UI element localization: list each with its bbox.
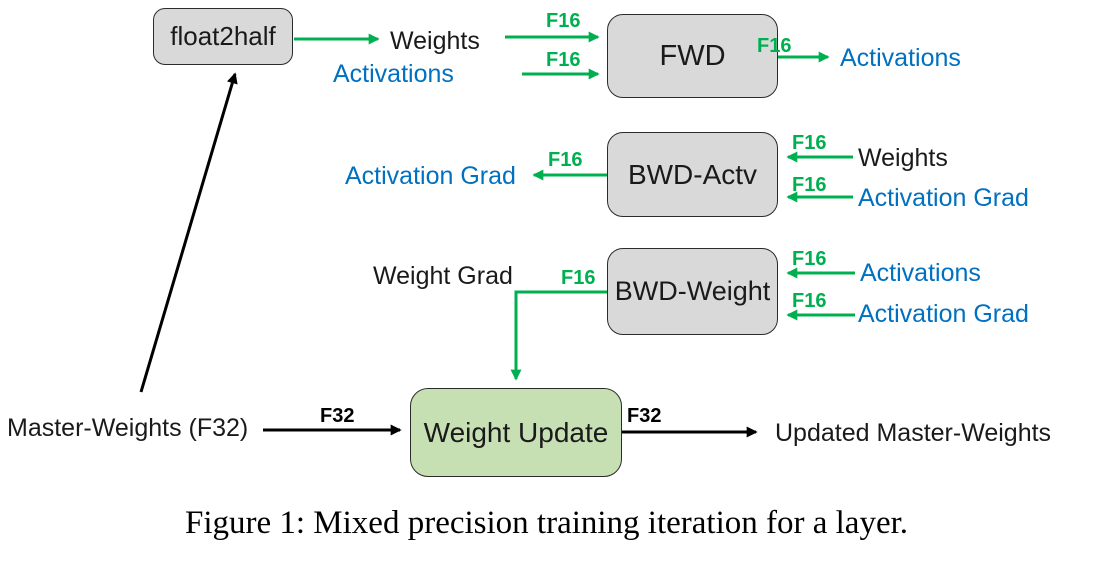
node-bwd-actv: BWD-Actv (607, 132, 778, 217)
node-fwd-label: FWD (659, 39, 726, 72)
tag-f16-fwd-output: F16 (757, 35, 792, 57)
tag-f32-output: F32 (627, 405, 662, 427)
label-activation-grad-bwdactv: Activation Grad (858, 184, 1029, 212)
label-weight-grad: Weight Grad (373, 262, 513, 290)
node-weight-update: Weight Update (410, 388, 622, 477)
tag-f16-actgrad-bwdweight: F16 (792, 290, 827, 312)
label-activations-bwdweight: Activations (860, 259, 981, 287)
tag-f16-activations-fwd: F16 (546, 49, 581, 71)
node-bwd-actv-label: BWD-Actv (627, 158, 758, 190)
node-float2half-label: float2half (170, 21, 276, 51)
label-activations-fwd-output: Activations (840, 44, 961, 72)
tag-f16-actgrad-bwdactv: F16 (792, 174, 827, 196)
node-fwd: FWD (607, 14, 778, 98)
arrow-weight-grad-to-weight-update (510, 290, 607, 381)
node-weight-update-label: Weight Update (423, 416, 609, 448)
node-float2half: float2half (153, 8, 293, 65)
tag-f32-input: F32 (320, 405, 355, 427)
tag-f16-weights-fwd: F16 (546, 10, 581, 32)
label-updated-master-weights: Updated Master-Weights (775, 419, 1052, 447)
label-activation-grad-bwdweight: Activation Grad (858, 300, 1029, 328)
tag-f16-bwdactv-output: F16 (548, 149, 583, 171)
tag-f16-activations-bwdweight: F16 (792, 248, 827, 270)
node-bwd-weight-label: BWD-Weight (614, 276, 771, 306)
label-weights-bwdactv-input: Weights (858, 144, 948, 172)
label-activation-grad-output: Activation Grad (345, 162, 516, 190)
arrow-master-weights-to-float2half (139, 72, 238, 393)
tag-f16-weight-grad: F16 (561, 267, 596, 289)
label-activations-fwd-input: Activations (333, 60, 454, 88)
figure-caption: Figure 1: Mixed precision training itera… (184, 505, 909, 541)
label-master-weights: Master-Weights (F32) (7, 414, 249, 442)
node-bwd-weight: BWD-Weight (607, 248, 778, 335)
label-weights-fwd-input: Weights (390, 27, 480, 55)
tag-f16-weights-bwdactv: F16 (792, 132, 827, 154)
